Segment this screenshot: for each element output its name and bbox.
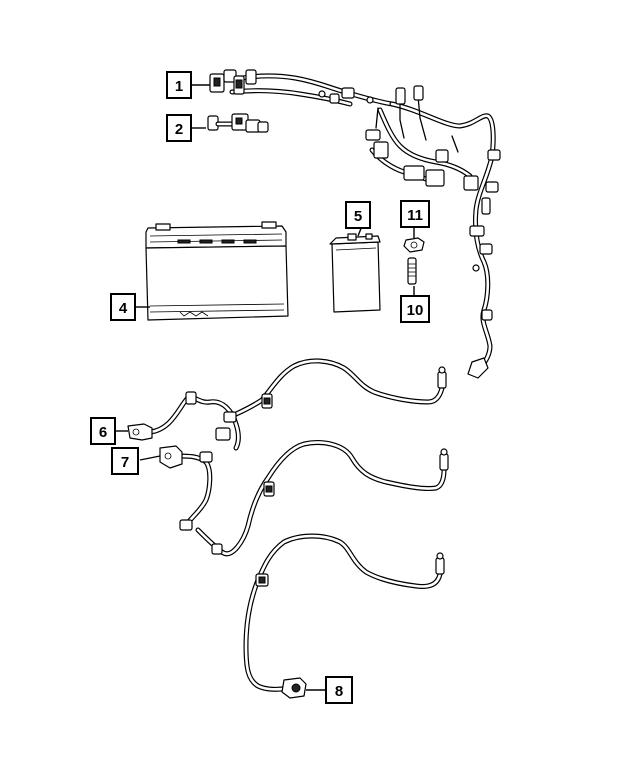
battery-small[interactable] (329, 233, 381, 313)
callout-2: 2 (166, 114, 192, 142)
callout-1-label: 1 (175, 78, 183, 95)
callout-11-label: 11 (407, 207, 423, 224)
leader-7 (139, 455, 161, 461)
battery-cable-8[interactable] (243, 533, 445, 699)
callout-4-label: 4 (119, 300, 128, 317)
battery-cable-6[interactable] (127, 358, 447, 451)
battery-cable-7[interactable] (159, 440, 449, 557)
harness-connector-part[interactable] (207, 113, 269, 133)
callout-8: 8 (325, 676, 353, 704)
callout-7-label: 7 (121, 454, 129, 471)
callout-10-label: 10 (407, 302, 424, 319)
stud-bolt[interactable] (407, 257, 417, 285)
callout-1: 1 (166, 71, 192, 99)
callout-7: 7 (111, 447, 139, 475)
callout-6-label: 6 (99, 424, 107, 441)
callout-4: 4 (110, 293, 136, 321)
battery[interactable] (145, 221, 289, 321)
callout-5: 5 (345, 201, 371, 229)
nut[interactable] (403, 237, 425, 253)
callout-10: 10 (400, 295, 430, 323)
callout-5-label: 5 (354, 208, 362, 225)
main-wiring-harness[interactable] (209, 69, 501, 379)
callout-6: 6 (90, 417, 116, 445)
callout-8-label: 8 (335, 683, 343, 700)
callout-11: 11 (400, 200, 430, 228)
callout-2-label: 2 (175, 121, 183, 138)
